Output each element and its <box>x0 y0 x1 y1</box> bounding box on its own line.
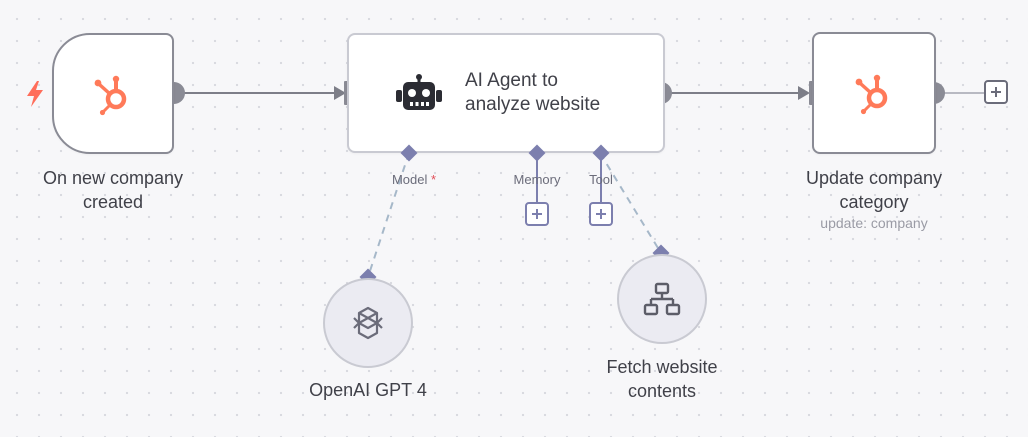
lightning-bolt-icon <box>27 81 43 107</box>
connection-trigger-to-agent[interactable] <box>174 86 346 100</box>
model-port-text: Model <box>391 172 428 187</box>
robot-icon <box>395 74 443 112</box>
trigger-node-label: On new company created <box>8 166 218 214</box>
trigger-label-line1: On new company <box>42 168 184 188</box>
openai-icon <box>348 303 388 343</box>
model-required-marker: * <box>430 172 437 187</box>
add-next-node-button[interactable] <box>984 80 1008 104</box>
trigger-label-line2: created <box>82 192 144 212</box>
fetch-label-line2: contents <box>627 381 697 401</box>
plus-icon <box>991 87 1001 97</box>
fetch-node-label: Fetch website contents <box>562 355 762 403</box>
connection-agent-to-update[interactable] <box>661 86 810 100</box>
ai-agent-title: AI Agent to analyze website <box>465 69 625 117</box>
update-node-label: Update company category <box>764 166 984 214</box>
connection-tool-to-fetch[interactable] <box>599 152 662 254</box>
update-label-line2: category <box>839 192 909 212</box>
fetch-website-node[interactable] <box>617 254 707 344</box>
openai-node-label: OpenAI GPT 4 <box>309 380 427 400</box>
fetch-label-line1: Fetch website <box>606 357 718 377</box>
plus-icon <box>532 209 542 219</box>
update-company-node[interactable] <box>812 32 936 154</box>
tool-port-label: Tool <box>589 172 613 187</box>
ai-agent-title-line1: AI Agent to <box>465 70 558 91</box>
hubspot-icon <box>90 71 136 117</box>
model-port-label: Model * <box>374 172 454 187</box>
update-label-line1: Update company <box>805 168 943 188</box>
ai-agent-title-line2: analyze website <box>465 94 601 115</box>
ai-agent-node[interactable]: AI Agent to analyze website <box>347 33 665 153</box>
network-icon <box>643 282 681 316</box>
memory-port-label: Memory <box>513 172 561 187</box>
add-memory-button[interactable] <box>525 202 549 226</box>
openai-model-node[interactable] <box>323 278 413 368</box>
update-node-subtitle: update: company <box>820 215 928 231</box>
hubspot-icon <box>851 70 897 116</box>
connection-model-to-openai[interactable] <box>367 152 410 278</box>
plus-icon <box>596 209 606 219</box>
add-tool-button[interactable] <box>589 202 613 226</box>
trigger-node-hubspot[interactable] <box>52 33 174 154</box>
